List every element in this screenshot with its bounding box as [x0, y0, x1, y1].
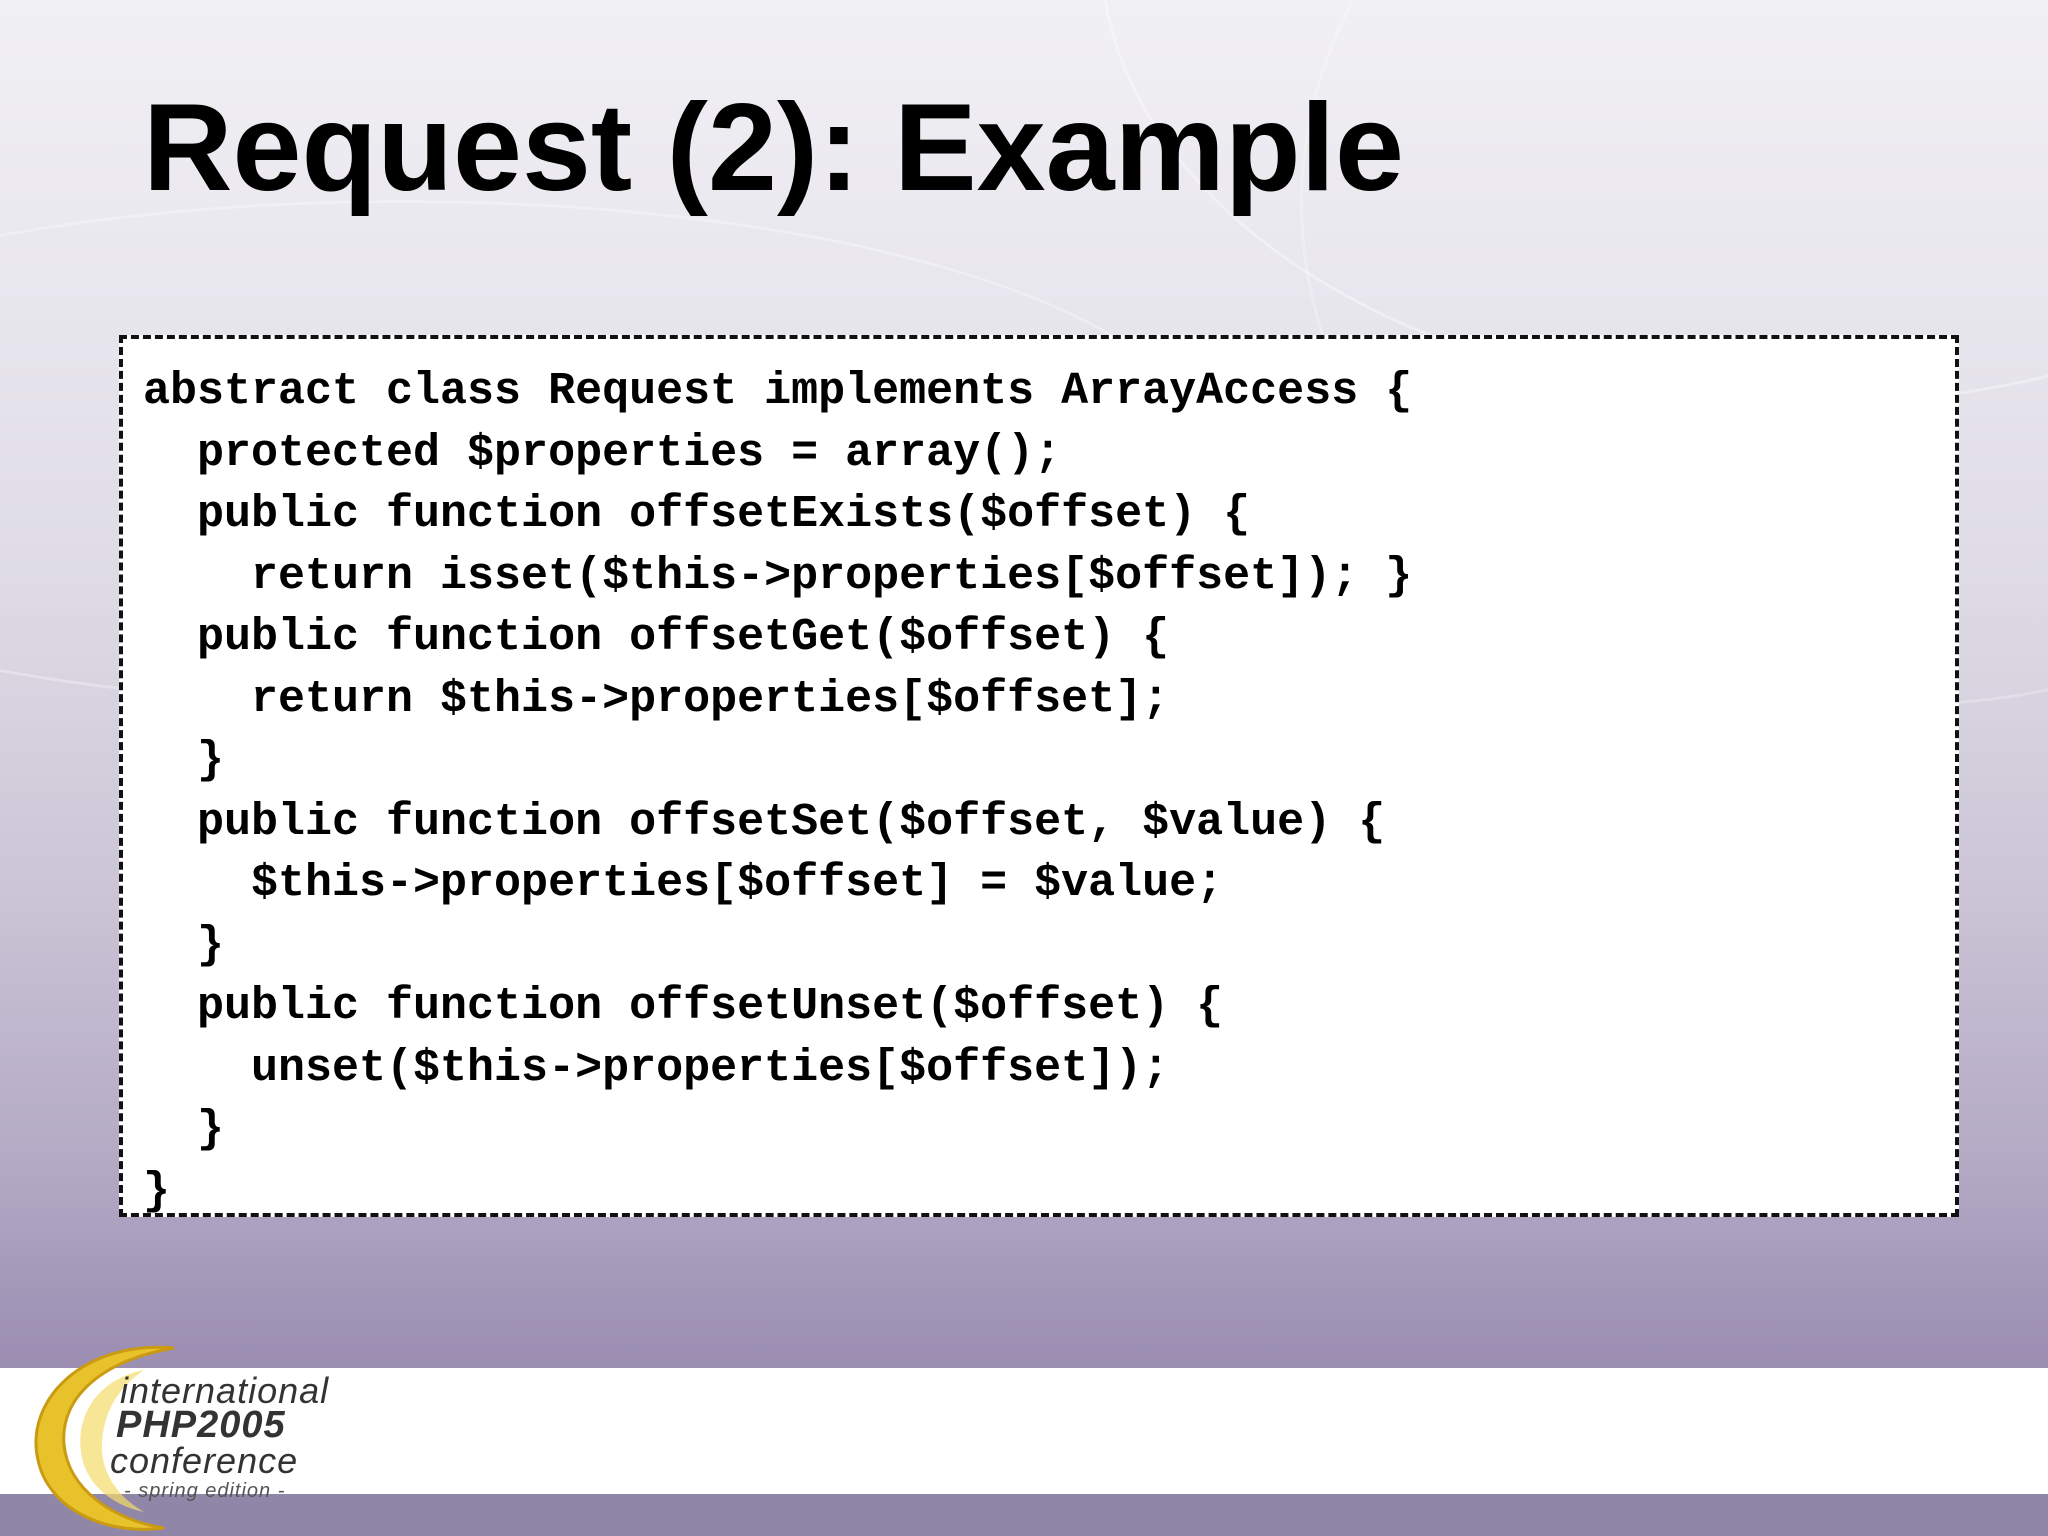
- logo-text-conference: conference: [110, 1440, 299, 1481]
- conference-logo: international PHP2005 conference - sprin…: [24, 1340, 384, 1531]
- code-block: abstract class Request implements ArrayA…: [119, 335, 1959, 1217]
- footer-strip: [0, 1494, 2048, 1536]
- code-line: }: [143, 1165, 171, 1217]
- code-line: abstract class Request implements ArrayA…: [143, 366, 1413, 417]
- code-line: public function offsetUnset($offset) {: [143, 981, 1224, 1032]
- code-line: $this->properties[$offset] = $value;: [143, 858, 1224, 909]
- code-line: unset($this->properties[$offset]);: [143, 1042, 1170, 1094]
- code-line: }: [143, 1104, 225, 1155]
- code-line: }: [143, 919, 225, 971]
- slide-title: Request (2): Example: [143, 79, 1405, 217]
- footer-band: [0, 1368, 2048, 1494]
- code-line: protected $properties = array();: [143, 427, 1062, 479]
- code-line: return isset($this->properties[$offset])…: [143, 550, 1413, 602]
- code-line: return $this->properties[$offset];: [143, 673, 1170, 725]
- code-line: public function offsetExists($offset) {: [143, 489, 1251, 540]
- code-line: public function offsetSet($offset, $valu…: [143, 796, 1386, 848]
- code-line: }: [143, 735, 225, 786]
- logo-text-php2005: PHP2005: [116, 1404, 286, 1446]
- logo-arc-icon: [34, 1345, 175, 1531]
- logo-text-international: international: [120, 1370, 330, 1411]
- code-line: public function offsetGet($offset) {: [143, 612, 1170, 663]
- logo-text-edition: - spring edition -: [124, 1480, 286, 1502]
